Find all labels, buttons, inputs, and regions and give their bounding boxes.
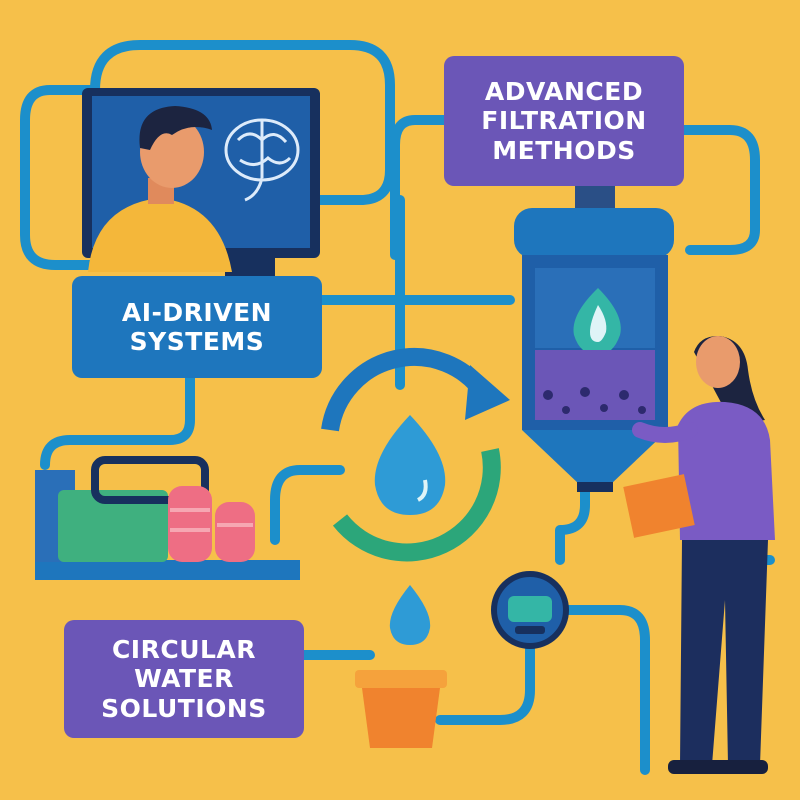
computer-workstation [82, 88, 320, 276]
woman-figure [623, 335, 775, 774]
tank-large [58, 490, 168, 562]
woman-arm [632, 422, 698, 443]
ai-label-line-2: SYSTEMS [129, 327, 265, 356]
tank-base [35, 560, 300, 580]
pipe-filter-bottom [555, 480, 590, 565]
filter-drop-highlight [590, 305, 607, 342]
bucket-body [362, 688, 440, 748]
tank-pink-1 [168, 486, 212, 562]
water-meter-icon [491, 571, 569, 649]
filter-valve [575, 186, 615, 208]
tank-pink-stripes [170, 508, 253, 532]
recycle-arrow-icon [321, 347, 493, 432]
tank-large-frame [91, 456, 209, 504]
pipe-cycle-left [270, 465, 345, 545]
pipe-top-right [390, 115, 450, 260]
advanced-filtration-label: ADVANCED FILTRATION METHODS [444, 56, 684, 186]
man-figure [88, 106, 232, 272]
filter-outlet [577, 482, 613, 492]
treatment-tanks [35, 456, 300, 580]
woman-shoes [668, 760, 768, 774]
pipe-meter-bottom [435, 635, 535, 725]
woman-shirt [678, 401, 775, 540]
pipe-left-loop [20, 85, 100, 270]
circular-flow [321, 347, 510, 562]
ai-driven-systems-label: AI-DRIVEN SYSTEMS [72, 276, 322, 378]
bucket-rim [355, 670, 447, 688]
circular-water-solutions-label: CIRCULAR WATER SOLUTIONS [64, 620, 304, 738]
recycle-arrow-head [465, 365, 510, 420]
monitor-stand [225, 258, 275, 276]
filtration-unit [514, 186, 674, 492]
tank-pink-2 [215, 502, 255, 562]
cycle-green-arc [332, 448, 501, 562]
water-drop-shine [416, 479, 428, 502]
pipe-top-loop [90, 40, 395, 205]
circular-label-line-1: CIRCULAR [111, 634, 257, 664]
filter-media-particles [543, 387, 646, 414]
circular-label-line-3: SOLUTIONS [101, 693, 267, 723]
woman-pants [680, 540, 768, 765]
man-shirt [88, 198, 232, 272]
filter-funnel [522, 430, 668, 485]
clipboard [623, 474, 695, 538]
filtration-label-line-3: METHODS [492, 135, 636, 165]
water-drop-icon [374, 415, 446, 515]
pipe-left-down [40, 373, 195, 470]
filtration-label-line-1: ADVANCED [484, 76, 644, 106]
filter-media [535, 350, 655, 420]
brain-icon [224, 118, 300, 202]
circular-label-line-2: WATER [134, 664, 234, 694]
bucket-group [355, 585, 447, 748]
small-water-drop-icon [389, 585, 431, 645]
woman-face [696, 336, 740, 388]
filtration-label-line-2: FILTRATION [481, 106, 647, 136]
pipe-meter-right [560, 605, 650, 775]
pipe-right-top [679, 125, 760, 255]
filter-top-cap [514, 208, 674, 258]
ai-label-line-1: AI-DRIVEN [121, 297, 273, 327]
man-hair [139, 106, 212, 150]
